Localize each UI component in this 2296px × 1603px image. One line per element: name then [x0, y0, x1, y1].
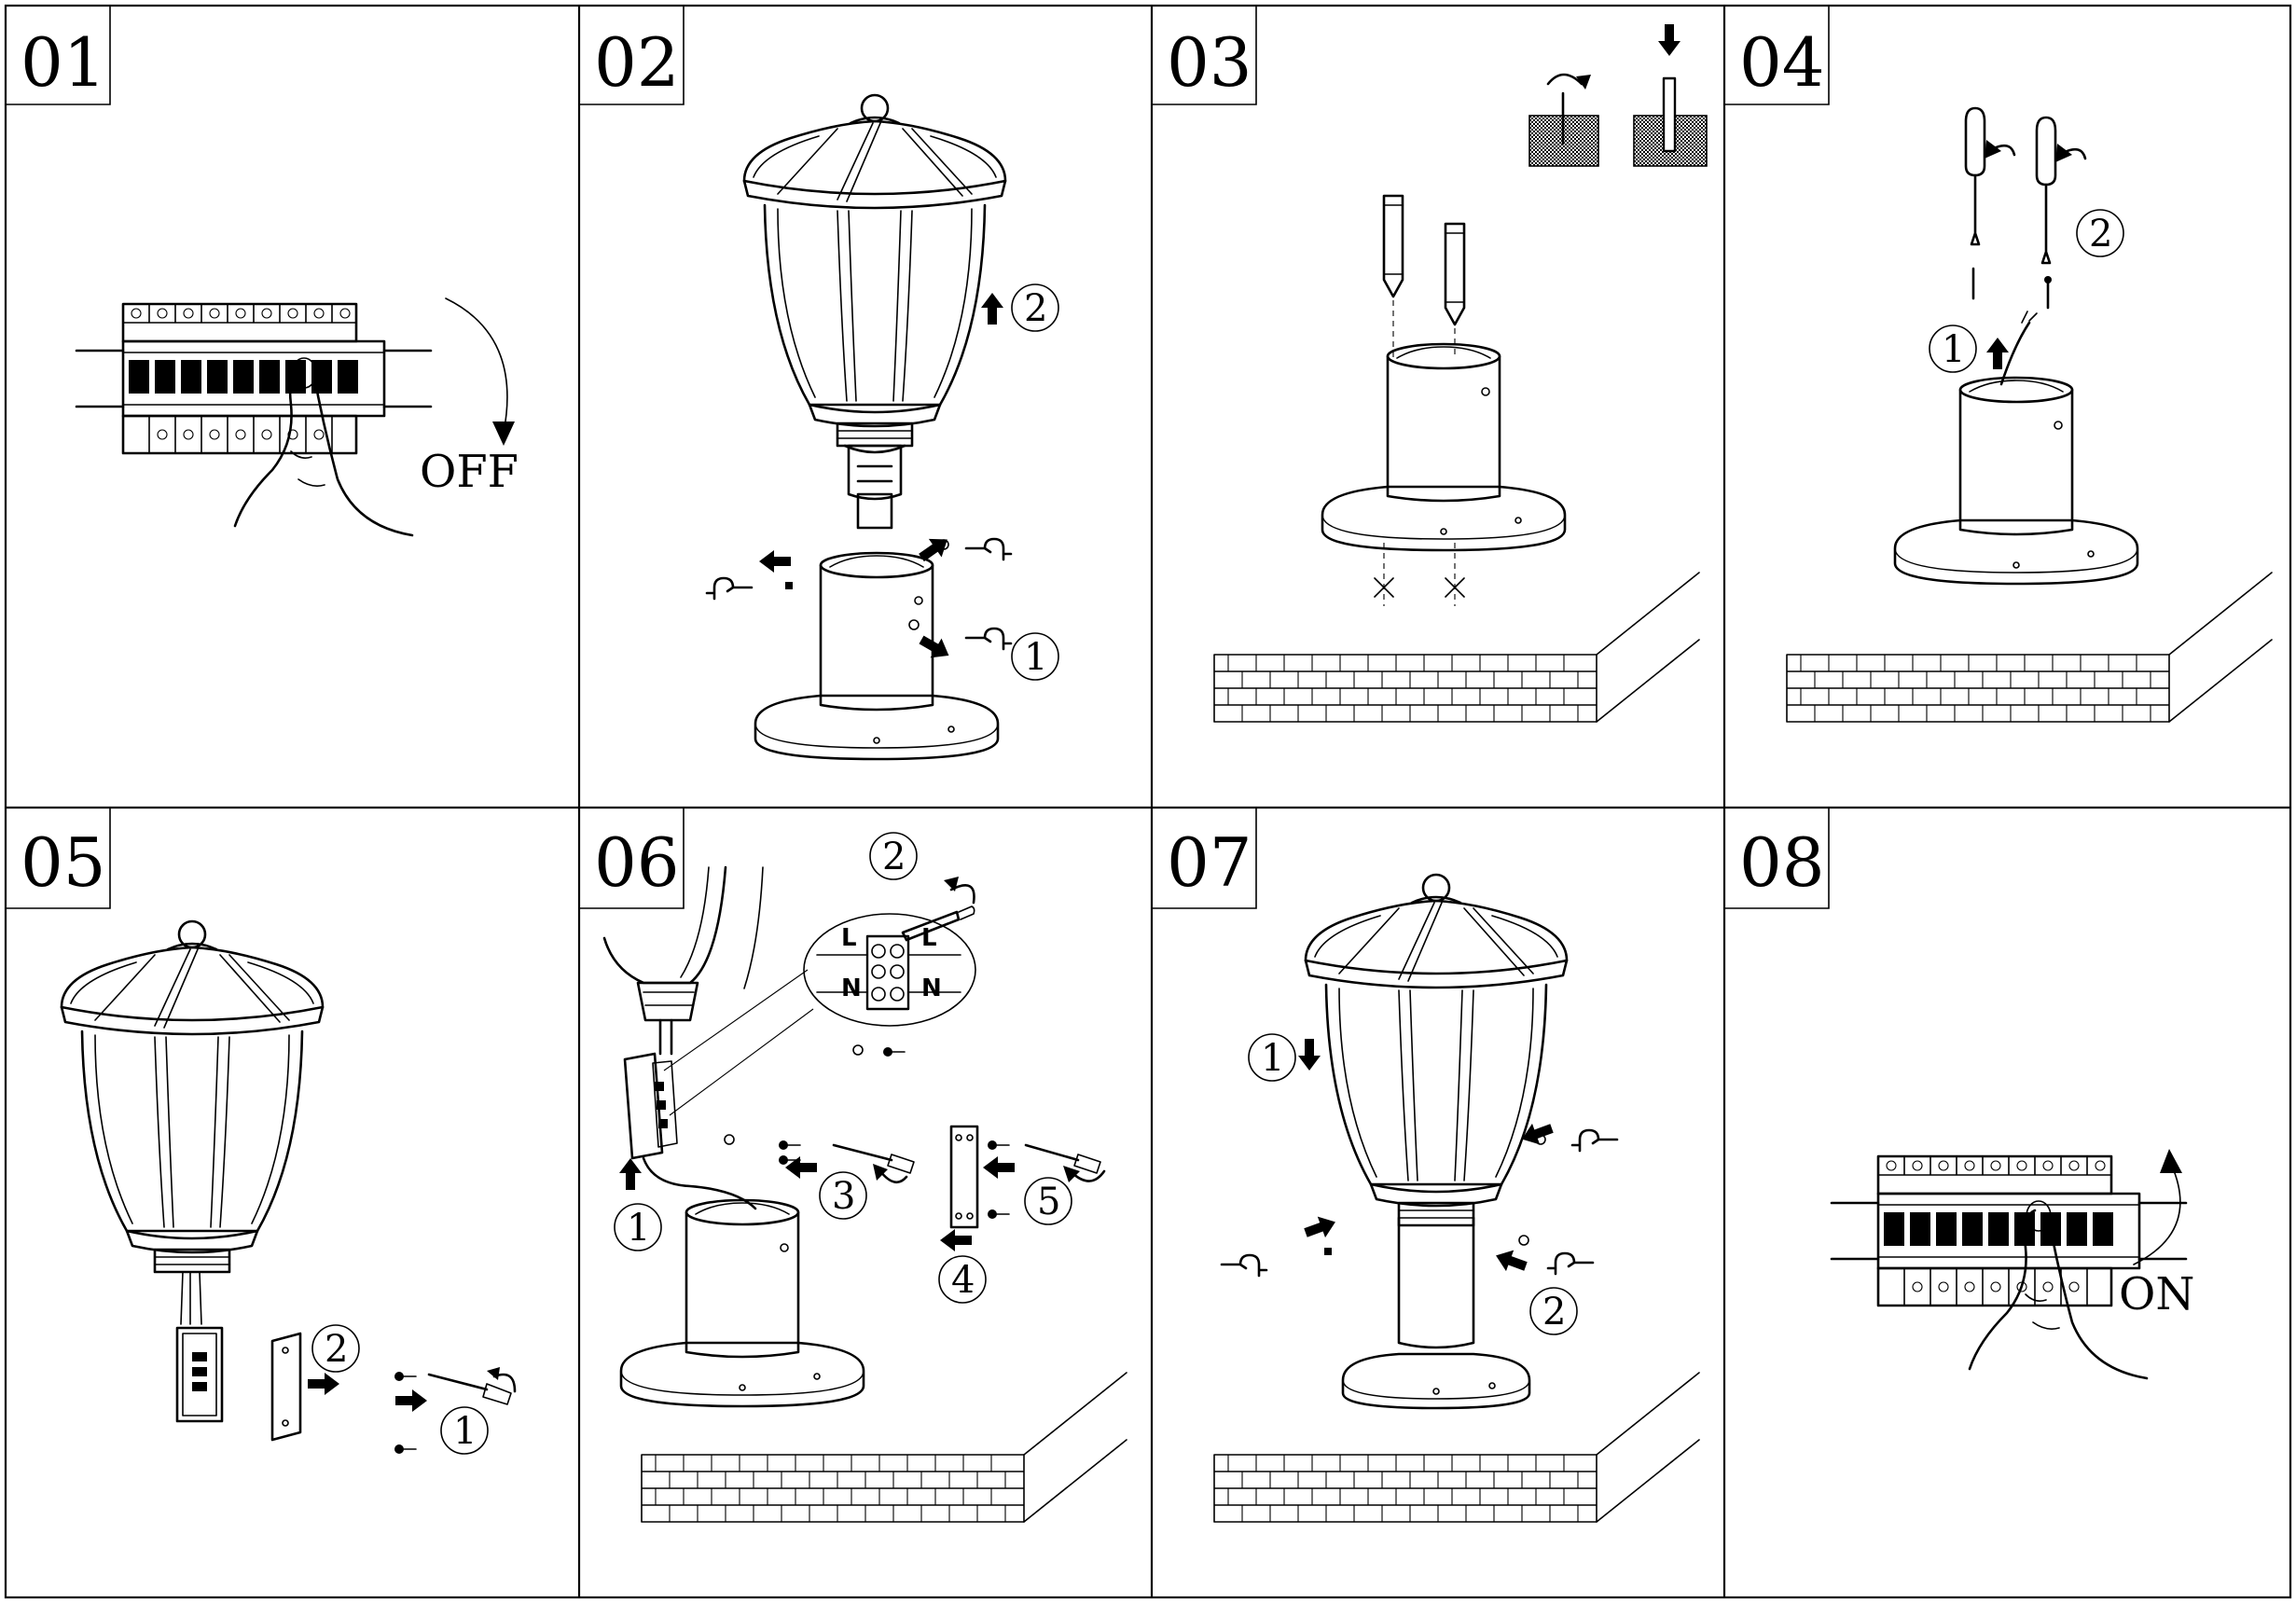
step-number-01: 01: [21, 23, 106, 102]
arrow-up-icon: [981, 293, 1003, 325]
lamp-post-icon: [1397, 1216, 1475, 1349]
cable-icon: [642, 1156, 757, 1210]
wall-plug-icon: [1633, 24, 1708, 167]
lamp-head-icon: [1304, 873, 1569, 1227]
callout-5: 5: [1037, 1181, 1060, 1223]
lamp-head-icon: [60, 919, 325, 1274]
wires-icon: [180, 1271, 202, 1325]
step-number-02: 02: [594, 23, 680, 102]
panel-01-illustration: OFF: [75, 297, 519, 537]
box-cover-icon: [270, 1332, 302, 1442]
arrow-right-icon: [308, 1373, 339, 1395]
wires-icon: [658, 1018, 673, 1056]
step-label-01: 01: [6, 5, 111, 105]
callout-2: 2: [882, 836, 906, 878]
panel-02-illustration: 2 1: [705, 93, 1059, 761]
junction-box-icon: [175, 1326, 224, 1423]
callout-1: 1: [1942, 328, 1965, 371]
on-label: ON: [2119, 1268, 2194, 1320]
step-number-04: 04: [1739, 23, 1825, 102]
zoom-lines: [663, 969, 814, 1116]
arrow-up-icon: [1986, 338, 2009, 369]
brick-pavement-icon: [1213, 572, 1700, 723]
callout-2: 2: [1542, 1291, 1566, 1334]
panel-04-illustration: 1 2: [1786, 106, 2273, 723]
step-label-05: 05: [6, 807, 111, 909]
screwdriver-icon: [832, 1143, 893, 1162]
arrow-down-icon: [1298, 1039, 1321, 1071]
screw-icon: [394, 1371, 417, 1382]
panel-03-illustration: [1213, 24, 1708, 723]
panel-dividers: [6, 6, 2290, 1597]
arrow-up-icon: [619, 1158, 642, 1190]
lamp-neck-icon: [856, 492, 893, 530]
panel-06-illustration: 1 L L N N 2 3: [602, 832, 1127, 1523]
step-label-08: 08: [1724, 807, 1830, 909]
cable-icon: [1999, 321, 2031, 386]
callout-3: 3: [832, 1175, 855, 1218]
panel-08-illustration: ON: [1830, 1149, 2194, 1380]
drill-bit-icon: [1528, 73, 1599, 167]
step-number-07: 07: [1167, 823, 1252, 902]
sheet-border: [4, 4, 2292, 1599]
callout-2: 2: [325, 1328, 348, 1371]
callout-4: 4: [951, 1259, 975, 1302]
screw-icon: [1971, 267, 2050, 310]
terminal-n-left: N: [841, 974, 862, 1002]
pencil-icon: [1382, 194, 1466, 326]
panel-07-illustration: 1 2: [1213, 873, 1700, 1523]
callout-1: 1: [627, 1207, 650, 1250]
callout-1: 1: [1261, 1037, 1284, 1080]
brick-pavement-icon: [1213, 1372, 1700, 1523]
callout-2: 2: [1024, 287, 1047, 330]
callout-1: 1: [1024, 636, 1047, 679]
breaker-panel-icon: [75, 302, 433, 455]
lamp-post-icon: [1893, 376, 2139, 586]
callout-2: 2: [2089, 213, 2112, 256]
rotate-arrow-icon: [2133, 1163, 2181, 1265]
step-number-03: 03: [1167, 23, 1252, 102]
step-number-06: 06: [594, 823, 680, 902]
junction-box-icon: [623, 1052, 678, 1160]
callout-1: 1: [453, 1410, 477, 1453]
terminal-block-detail: L L N N: [803, 913, 976, 1027]
terminal-n-right: N: [921, 974, 942, 1002]
step-label-07: 07: [1152, 807, 1257, 909]
lamp-post-icon: [1321, 342, 1567, 552]
terminal-l-right: L: [921, 924, 937, 952]
step-number-05: 05: [21, 823, 106, 902]
screwdriver-icon: [1964, 106, 2057, 265]
step-label-06: 06: [579, 807, 685, 909]
step-label-04: 04: [1724, 5, 1830, 105]
lamp-head-icon: [742, 93, 1007, 448]
off-label: OFF: [420, 446, 519, 498]
rotate-arrow-icon: [445, 297, 508, 434]
brick-pavement-icon: [1786, 572, 2273, 723]
lamp-post-icon: [619, 1198, 865, 1408]
hook-icon: [705, 576, 754, 601]
box-cover-icon: [949, 1125, 979, 1229]
terminal-l-left: L: [841, 924, 857, 952]
step-number-08: 08: [1739, 823, 1825, 902]
panel-05-illustration: 2 1: [60, 919, 517, 1455]
step-label-02: 02: [579, 5, 685, 105]
screwdriver-icon: [427, 1373, 489, 1391]
step-label-03: 03: [1152, 5, 1257, 105]
